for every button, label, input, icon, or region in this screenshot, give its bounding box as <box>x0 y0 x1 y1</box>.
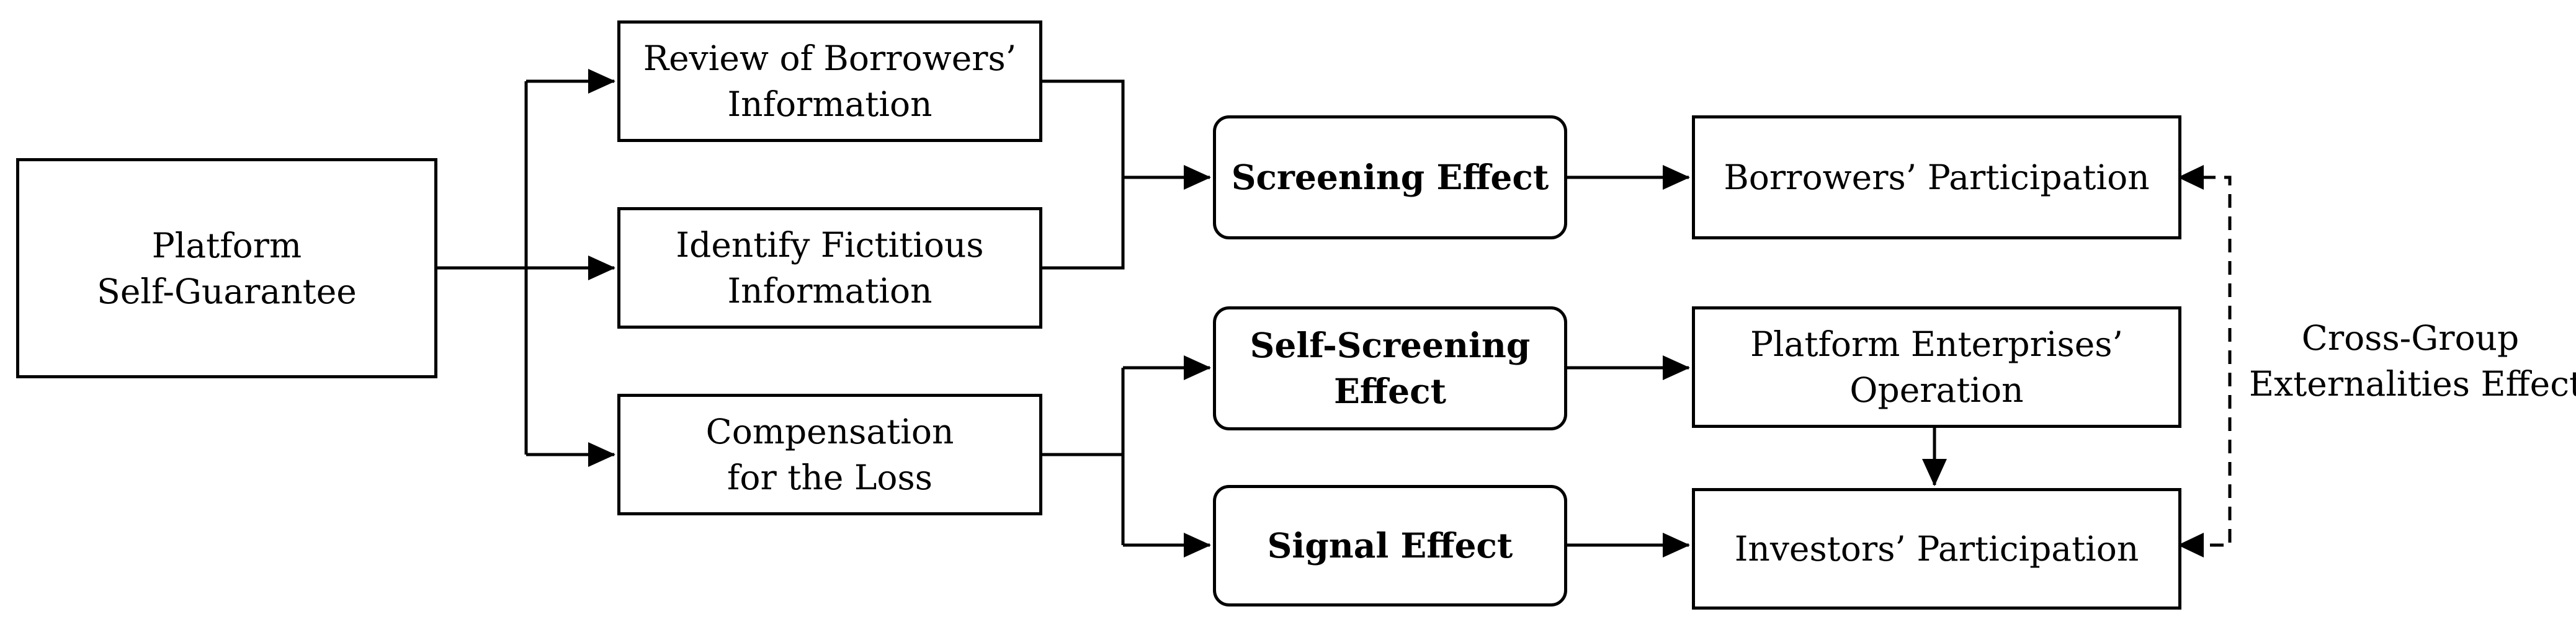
cross-group-arrowhead-bottom <box>2178 533 2204 558</box>
operation-line-1: Platform Enterprises’ <box>1750 324 2123 364</box>
review-line-1: Review of Borrowers’ <box>643 38 1017 78</box>
platform-self-guarantee-box: Platform Self-Guarantee <box>16 158 437 378</box>
cross-group-dashed-line <box>2180 175 2232 547</box>
signal-effect-box: Signal Effect <box>1213 485 1567 606</box>
cross-group-line-1: Cross-Group <box>2301 318 2520 358</box>
review-connector <box>1040 79 1125 270</box>
platform-line-1: Platform <box>151 225 302 265</box>
compensation-line-2: for the Loss <box>727 458 932 497</box>
identify-line-2: Information <box>727 271 932 311</box>
platform-operation-box: Platform Enterprises’ Operation <box>1692 306 2181 428</box>
borrowers-line-1: Borrowers’ Participation <box>1724 158 2150 197</box>
signal-line-1: Signal Effect <box>1267 525 1513 566</box>
operation-line-2: Operation <box>1849 370 2024 410</box>
identify-fictitious-info-box: Identify Fictitious Information <box>617 207 1042 329</box>
review-borrowers-info-box: Review of Borrowers’ Information <box>617 20 1042 142</box>
cross-group-arrowhead-top <box>2178 165 2204 190</box>
screening-effect-box: Screening Effect <box>1213 115 1567 239</box>
cross-group-line-2: Externalities Effect <box>2249 364 2576 404</box>
compensation-loss-box: Compensation for the Loss <box>617 394 1042 515</box>
platform-line-2: Self-Guarantee <box>97 271 357 311</box>
investors-participation-box: Investors’ Participation <box>1692 488 2181 610</box>
borrowers-participation-box: Borrowers’ Participation <box>1692 115 2181 239</box>
review-line-2: Information <box>727 84 932 124</box>
screening-line-1: Screening Effect <box>1231 157 1549 197</box>
self-screening-line-2: Effect <box>1334 371 1446 411</box>
investors-line-1: Investors’ Participation <box>1734 529 2139 569</box>
compensation-line-1: Compensation <box>705 412 954 451</box>
cross-group-label: Cross-Group Externalities Effect <box>2249 315 2576 407</box>
identify-line-1: Identify Fictitious <box>676 225 984 265</box>
self-screening-line-1: Self-Screening <box>1250 325 1531 365</box>
self-screening-effect-box: Self-Screening Effect <box>1213 306 1567 430</box>
